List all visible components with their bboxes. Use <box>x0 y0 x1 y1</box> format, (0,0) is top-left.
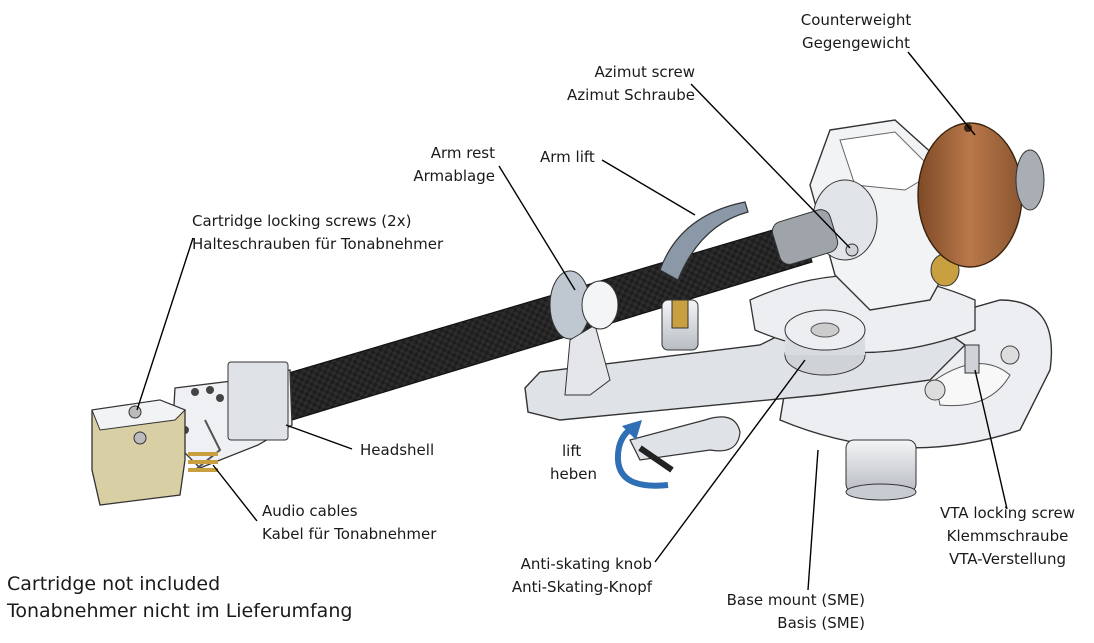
label-arm-lift: Arm lift <box>540 148 595 166</box>
counterweight <box>917 122 1045 268</box>
headshell <box>171 361 293 469</box>
cartridge <box>91 399 186 506</box>
label-base-mount: Base mount (SME) Basis (SME) <box>726 591 865 632</box>
label-arm-rest: Arm rest Armablage <box>413 144 495 185</box>
anti-skating-knob <box>784 309 866 376</box>
label-azimut-screw: Azimut screw Azimut Schraube <box>567 63 695 104</box>
arm-lift <box>659 201 749 351</box>
label-counterweight: Counterweight Gegengewicht <box>800 11 912 52</box>
audio-cables <box>188 419 222 472</box>
label-vta-screw: VTA locking screw Klemmschraube VTA-Vers… <box>940 504 1075 568</box>
label-audio-cables: Audio cables Kabel für Tonabnehmer <box>262 502 437 543</box>
arm-rest <box>549 270 619 396</box>
vta-locking-screw <box>964 344 980 374</box>
label-headshell: Headshell <box>360 441 435 459</box>
lift-arrow <box>614 420 669 489</box>
cartridge-note: Cartridge not included Tonabnehmer nicht… <box>7 573 353 622</box>
label-anti-skating: Anti-skating knob Anti-Skating-Knopf <box>511 555 652 596</box>
label-cartridge-screws: Cartridge locking screws (2x) Halteschra… <box>192 212 444 253</box>
leader-lines <box>136 51 1008 591</box>
label-lift: lift heben <box>550 442 597 483</box>
lift-lever <box>629 416 741 473</box>
